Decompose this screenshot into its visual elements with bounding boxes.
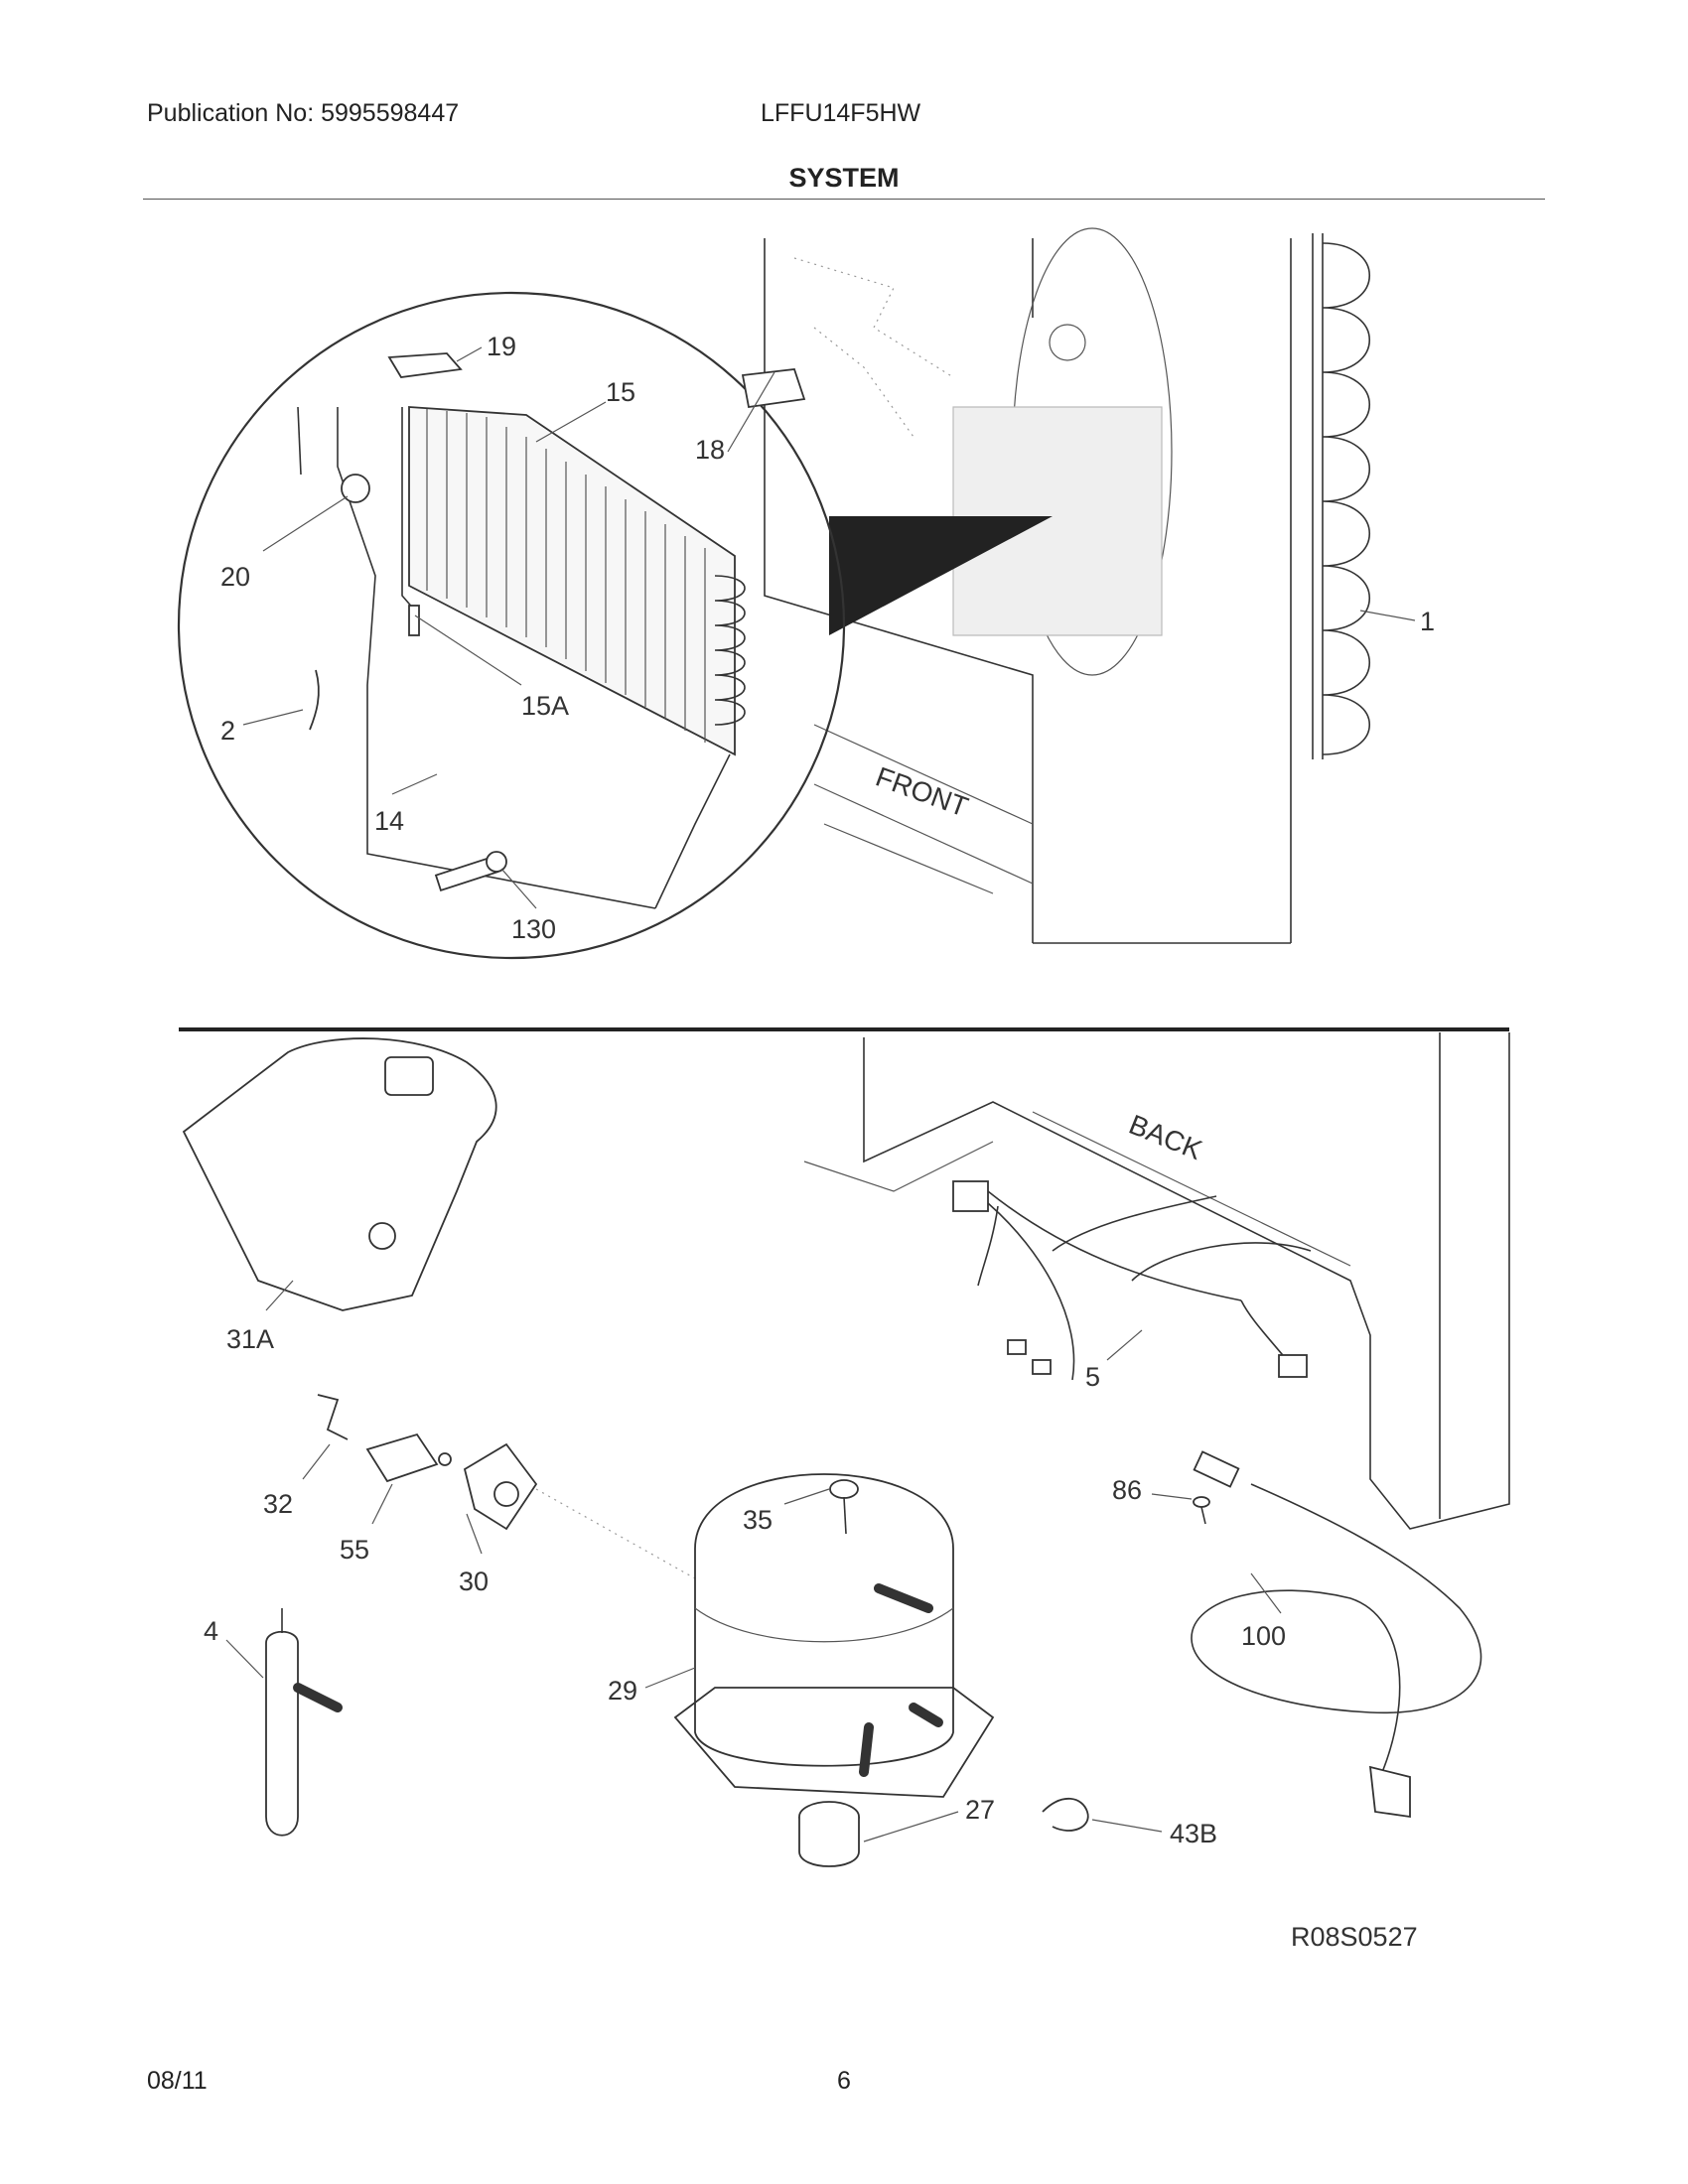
callout-130: 130 (500, 868, 556, 944)
callout-15: 15 (535, 377, 635, 443)
callout-35: 35 (743, 1488, 830, 1535)
detail-magnifier-circle (177, 291, 846, 960)
part-2-clip (309, 669, 320, 731)
leader-30-to-compressor (535, 1488, 696, 1579)
part-18-block (741, 368, 806, 409)
part-5-wiring-harness (952, 1180, 1312, 1381)
part-4-filter-drier (265, 1608, 343, 1837)
callout-label-130: 130 (511, 914, 556, 944)
callout-32: 32 (263, 1443, 331, 1519)
callout-14: 14 (374, 773, 438, 836)
back-label: BACK (1125, 1109, 1207, 1165)
part-100-power-cord (1191, 1450, 1482, 1819)
part-32-clip (317, 1394, 349, 1440)
cabinet-drawing-bottom (803, 1032, 1510, 1530)
callout-label-100: 100 (1241, 1621, 1286, 1651)
callout-29: 29 (608, 1667, 696, 1706)
callout-label-14: 14 (374, 806, 404, 836)
evaporator-assembly (297, 406, 746, 909)
callout-label-15: 15 (606, 377, 635, 407)
part-86-screw (1193, 1496, 1210, 1525)
callout-label-18: 18 (695, 435, 725, 465)
callout-20: 20 (220, 495, 349, 592)
callout-27: 27 (863, 1795, 995, 1843)
front-label: FRONT (872, 761, 972, 823)
publication-number: Publication No: 5995598447 (147, 99, 460, 127)
callout-label-35: 35 (743, 1505, 773, 1535)
header-divider (143, 199, 1545, 200)
callout-label-20: 20 (220, 562, 250, 592)
callout-label-30: 30 (459, 1567, 489, 1596)
callout-label-1: 1 (1420, 607, 1435, 636)
part-55-relay (365, 1433, 452, 1483)
part-30-overload (463, 1442, 538, 1531)
part-27-grommet (798, 1801, 860, 1867)
part-35-screw (829, 1479, 859, 1535)
model-number: LFFU14F5HW (761, 99, 921, 127)
callout-label-31a: 31A (226, 1324, 274, 1354)
callout-label-15a: 15A (521, 691, 569, 721)
part-43b-clip (1042, 1797, 1089, 1832)
condenser-coil (1312, 233, 1371, 759)
page-number: 6 (837, 2067, 851, 2095)
callout-label-86: 86 (1112, 1475, 1142, 1505)
part-29-compressor (673, 1473, 995, 1798)
section-title: SYSTEM (788, 163, 900, 193)
callout-4: 4 (204, 1616, 264, 1679)
callout-label-43b: 43B (1170, 1819, 1217, 1848)
cabinet-drawing-top (764, 227, 1292, 944)
part-19-block (387, 352, 463, 378)
callout-15a: 15A (414, 614, 569, 721)
callout-label-27: 27 (965, 1795, 995, 1825)
callout-label-2: 2 (220, 716, 235, 746)
callout-19: 19 (456, 332, 516, 362)
callout-31a: 31A (226, 1280, 294, 1354)
callout-30: 30 (459, 1513, 489, 1596)
callout-86: 86 (1112, 1475, 1193, 1505)
callout-label-32: 32 (263, 1489, 293, 1519)
callout-18: 18 (695, 371, 775, 465)
drawing-code: R08S0527 (1291, 1922, 1418, 1952)
callout-label-19: 19 (487, 332, 516, 361)
callout-label-4: 4 (204, 1616, 218, 1646)
callout-43b: 43B (1091, 1819, 1217, 1848)
callout-55: 55 (340, 1483, 393, 1565)
callout-2: 2 (220, 709, 304, 746)
callout-label-55: 55 (340, 1535, 369, 1565)
callout-label-29: 29 (608, 1676, 637, 1706)
footer-date: 08/11 (147, 2067, 208, 2095)
callout-5: 5 (1085, 1329, 1143, 1392)
part-130-fastener (434, 851, 507, 892)
part-31a-drain-pan (182, 1037, 497, 1311)
callout-label-5: 5 (1085, 1362, 1100, 1392)
callout-100: 100 (1241, 1572, 1286, 1651)
callout-1: 1 (1359, 607, 1435, 636)
